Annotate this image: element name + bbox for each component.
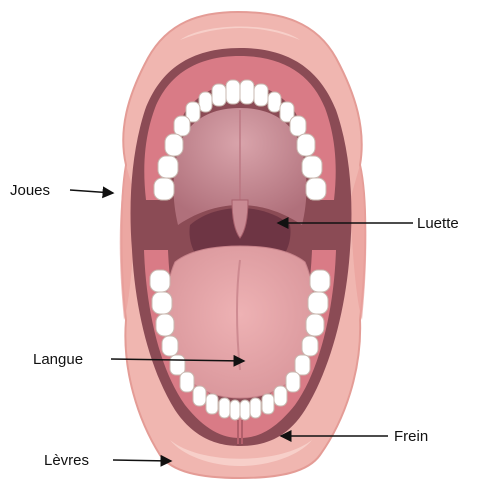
frenulum-label: Frein <box>394 428 428 445</box>
cheeks-label: Joues <box>10 182 50 199</box>
uvula-label: Luette <box>417 215 459 232</box>
tongue-label: Langue <box>33 351 83 368</box>
cheeks-leader <box>70 190 113 193</box>
lips-label: Lèvres <box>44 452 89 469</box>
lips-leader <box>113 460 171 461</box>
